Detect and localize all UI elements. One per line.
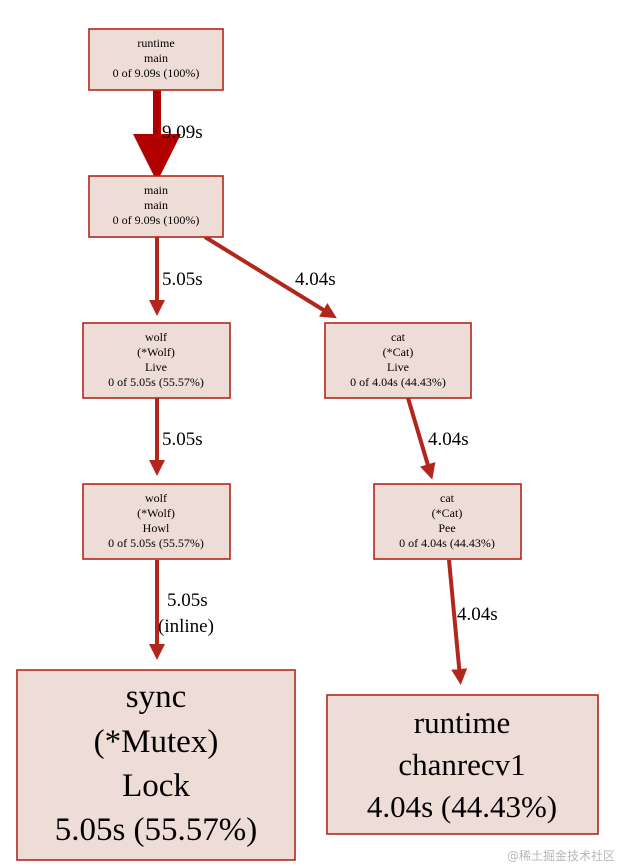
node-wolf-live[interactable]: wolf (*Wolf) Live 0 of 5.05s (55.57%) [82, 322, 231, 399]
edge-runtime-main-to-main-main: 9.09s [133, 90, 203, 182]
node-label: (*Wolf) [137, 345, 175, 359]
node-cat-live[interactable]: cat (*Cat) Live 0 of 4.04s (44.43%) [324, 322, 472, 399]
node-label: Lock [122, 768, 190, 804]
edge-label: 4.04s [295, 269, 336, 290]
edge-cat-live-to-cat-pee: 4.04s [406, 397, 469, 480]
node-label: runtime [137, 36, 174, 50]
node-label: (*Mutex) [94, 724, 219, 760]
edge-label: 4.04s [428, 429, 469, 450]
watermark-text: @稀土掘金技术社区 [506, 849, 615, 863]
node-label: (*Wolf) [137, 506, 175, 520]
node-label: Pee [438, 521, 455, 535]
edge-label: 5.05s [167, 590, 208, 611]
edge-main-to-wolf-live: 5.05s [149, 237, 203, 316]
node-label: 0 of 4.04s (44.43%) [399, 536, 495, 550]
node-runtime-main[interactable]: runtime main 0 of 9.09s (100%) [88, 28, 224, 91]
node-label: runtime [414, 705, 510, 740]
node-label: 5.05s (55.57%) [55, 812, 258, 848]
node-label: 0 of 5.05s (55.57%) [108, 375, 204, 389]
edge-main-to-cat-live: 4.04s [203, 235, 337, 319]
node-label: 0 of 9.09s (100%) [113, 213, 200, 227]
node-label: (*Cat) [383, 345, 414, 359]
edge-wolf-live-to-wolf-howl: 5.05s [149, 398, 203, 476]
node-label: 0 of 5.05s (55.57%) [108, 536, 204, 550]
edge-cat-pee-to-chanrecv: 4.04s [447, 559, 498, 685]
edge-label: (inline) [158, 616, 214, 637]
node-label: Live [145, 360, 167, 374]
edge-label: 9.09s [162, 122, 203, 143]
node-label: cat [440, 491, 455, 505]
edge-label: 4.04s [457, 604, 498, 625]
node-label: main [144, 198, 168, 212]
node-wolf-howl[interactable]: wolf (*Wolf) Howl 0 of 5.05s (55.57%) [82, 483, 231, 560]
node-label: 0 of 4.04s (44.43%) [350, 375, 446, 389]
node-label: wolf [145, 491, 167, 505]
node-runtime-chanrecv1[interactable]: runtime chanrecv1 4.04s (44.43%) [326, 694, 599, 835]
node-label: chanrecv1 [398, 747, 525, 782]
node-label: cat [391, 330, 406, 344]
node-label: Live [387, 360, 409, 374]
node-cat-pee[interactable]: cat (*Cat) Pee 0 of 4.04s (44.43%) [373, 483, 522, 560]
edge-label: 5.05s [162, 429, 203, 450]
node-label: wolf [145, 330, 167, 344]
node-label: (*Cat) [432, 506, 463, 520]
node-label: 0 of 9.09s (100%) [113, 66, 200, 80]
node-label: Howl [143, 521, 170, 535]
node-sync-mutex-lock[interactable]: sync (*Mutex) Lock 5.05s (55.57%) [16, 669, 296, 861]
node-label: main [144, 183, 168, 197]
node-label: 4.04s (44.43%) [367, 789, 557, 824]
edge-wolf-howl-to-sync-lock: 5.05s (inline) [149, 560, 214, 660]
node-label: sync [126, 679, 187, 715]
edge-label: 5.05s [162, 269, 203, 290]
node-label: main [144, 51, 168, 65]
node-main-main[interactable]: main main 0 of 9.09s (100%) [88, 175, 224, 238]
